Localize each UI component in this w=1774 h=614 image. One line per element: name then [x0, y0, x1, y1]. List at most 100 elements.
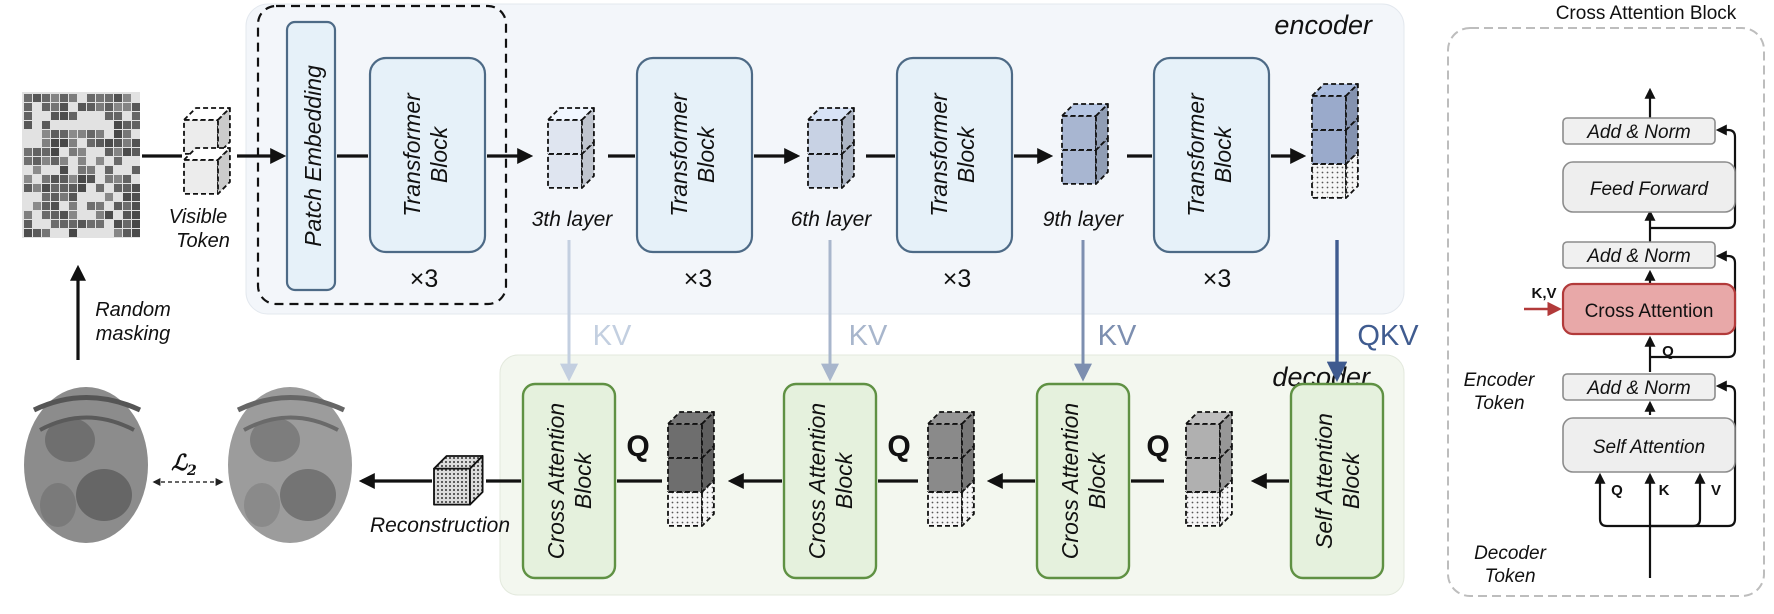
- add-norm-box-middle[interactable]: Add & Norm: [1562, 241, 1716, 269]
- masked-patch: [114, 175, 122, 183]
- masked-patch: [42, 184, 50, 192]
- feed-forward-box[interactable]: Feed Forward: [1562, 161, 1736, 213]
- masked-patch: [51, 220, 59, 228]
- masked-patch: [96, 130, 104, 138]
- masked-patch: [114, 202, 122, 210]
- masked-patch: [105, 166, 113, 174]
- masked-patch: [60, 112, 68, 120]
- masked-patch: [96, 211, 104, 219]
- masked-patch: [105, 211, 113, 219]
- masked-patch: [132, 112, 140, 120]
- masked-patch: [114, 184, 122, 192]
- add-norm-label: Add & Norm: [1586, 122, 1690, 143]
- decoder-token-stage1-cube: [667, 411, 715, 459]
- masked-patch: [42, 175, 50, 183]
- v-input-label: V: [1711, 482, 1721, 499]
- transformer-block-4[interactable]: Transformer Block: [1152, 56, 1271, 254]
- transformer-label-line2: Block: [1210, 125, 1236, 183]
- repeat-label: ×3: [943, 265, 972, 293]
- masked-patch: [78, 148, 86, 156]
- masked-patch: [114, 94, 122, 102]
- self-attention-box[interactable]: Self Attention: [1562, 417, 1736, 473]
- masked-patch: [132, 220, 140, 228]
- masked-patch: [114, 103, 122, 111]
- masked-patch: [96, 103, 104, 111]
- masked-patch: [123, 220, 131, 228]
- kv-label-mid: KV: [849, 320, 888, 352]
- transformer-label-line2: Block: [693, 125, 719, 183]
- masked-patch: [24, 229, 32, 237]
- masked-patch: [123, 94, 131, 102]
- transformer-label-line2: Block: [426, 125, 452, 183]
- masked-patch: [78, 166, 86, 174]
- masked-patch: [24, 220, 32, 228]
- masked-patch: [96, 184, 104, 192]
- masked-patch: [60, 130, 68, 138]
- cross-attention-block-label-line2: Block: [831, 451, 857, 509]
- kv-label-light: KV: [593, 320, 632, 352]
- masked-patch: [24, 112, 32, 120]
- masked-patch: [78, 130, 86, 138]
- masked-patch: [42, 130, 50, 138]
- masked-patch: [69, 175, 77, 183]
- masked-patch: [24, 103, 32, 111]
- masked-patch: [51, 175, 59, 183]
- transformer-block-1[interactable]: Transformer Block: [368, 56, 487, 254]
- decoder-token-label-line1: Decoder: [1474, 543, 1546, 564]
- masked-patch: [105, 94, 113, 102]
- masked-patch: [123, 139, 131, 147]
- random-masking-label-line2: masking: [96, 323, 170, 345]
- masked-patch: [24, 121, 32, 129]
- masked-patch: [42, 157, 50, 165]
- masked-patch: [24, 148, 32, 156]
- masked-patch: [105, 139, 113, 147]
- q-small-label: Q: [1662, 343, 1674, 360]
- masked-patch: [42, 148, 50, 156]
- add-norm-box-bottom[interactable]: Add & Norm: [1562, 373, 1716, 401]
- k-input-label: K: [1659, 482, 1670, 499]
- kv-arrows: [560, 240, 1348, 383]
- masked-patch: [114, 220, 122, 228]
- kv-small-label: K,V: [1531, 285, 1556, 302]
- masked-patch: [123, 229, 131, 237]
- masked-patch: [78, 103, 86, 111]
- svg-text:Block: Block: [426, 125, 452, 183]
- reconstruction-cube: [433, 455, 484, 506]
- masked-patch: [33, 148, 41, 156]
- detail-title: Cross Attention Block: [1556, 3, 1737, 24]
- add-norm-box-top[interactable]: Add & Norm: [1562, 117, 1716, 145]
- transformer-label-line2: Block: [953, 125, 979, 183]
- masked-patch: [96, 94, 104, 102]
- masked-patch: [69, 94, 77, 102]
- cross-attention-block-1[interactable]: Cross Attention Block: [521, 382, 617, 580]
- cross-attention-block-3[interactable]: Cross Attention Block: [1035, 382, 1131, 580]
- cross-attention-box[interactable]: Cross Attention: [1561, 282, 1737, 336]
- cross-attention-block-2[interactable]: Cross Attention Block: [782, 382, 878, 580]
- masked-patch: [51, 112, 59, 120]
- masked-patch: [42, 202, 50, 210]
- layer-label-3: 3th layer: [532, 208, 614, 231]
- masked-patch: [87, 130, 95, 138]
- patch-embedding-block[interactable]: Patch Embedding: [285, 20, 337, 292]
- masked-patch: [114, 112, 122, 120]
- self-attention-label: Self Attention: [1593, 437, 1705, 458]
- masked-patch: [96, 157, 104, 165]
- masked-patch: [69, 202, 77, 210]
- masked-patch: [87, 94, 95, 102]
- masked-patch: [69, 211, 77, 219]
- masked-patch: [69, 130, 77, 138]
- layer6-token-cube: [807, 107, 855, 155]
- transformer-block-2[interactable]: Transformer Block: [635, 56, 754, 254]
- decoder-token-label-line2: Token: [1484, 566, 1535, 587]
- masked-patch: [114, 130, 122, 138]
- cross-attention-block-label-line2: Block: [570, 451, 596, 509]
- self-attention-block[interactable]: Self Attention Block: [1289, 382, 1385, 580]
- masked-patch: [78, 184, 86, 192]
- add-norm-label: Add & Norm: [1586, 246, 1690, 267]
- transformer-block-3[interactable]: Transformer Block: [895, 56, 1014, 254]
- q-input-label: Q: [1611, 482, 1623, 499]
- masked-patch: [96, 202, 104, 210]
- masked-patch: [42, 139, 50, 147]
- cross-attention-block-label-line1: Cross Attention: [804, 403, 830, 559]
- masked-patch: [123, 130, 131, 138]
